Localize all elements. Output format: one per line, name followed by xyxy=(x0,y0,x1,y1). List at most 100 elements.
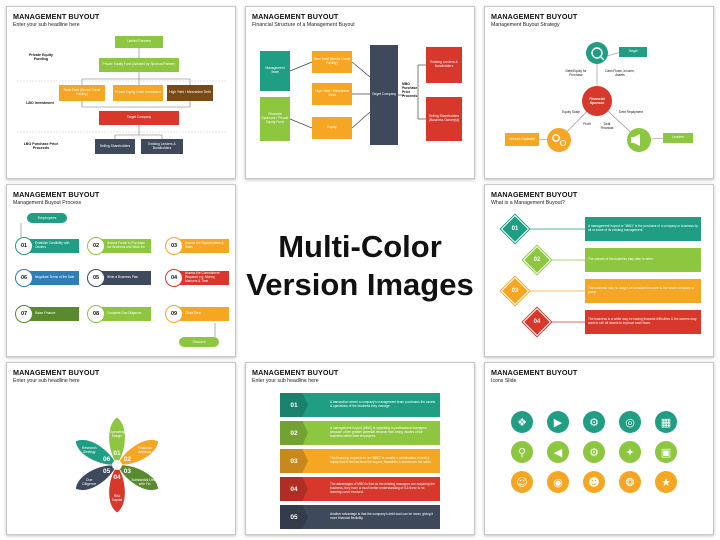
center-heading-line2: Version Images xyxy=(246,266,474,302)
person-icon: ☻ xyxy=(583,471,605,493)
step-text: Complete Due Diligence xyxy=(107,311,142,316)
slide-thumbnail-4[interactable]: MANAGEMENT BUYOUT Management Buyout Proc… xyxy=(6,184,236,357)
petal-number: 03 xyxy=(124,468,132,475)
petal-shape xyxy=(75,464,118,491)
slide-thumbnail-5[interactable]: MANAGEMENT BUYOUT What is a Management B… xyxy=(484,184,714,357)
process-flow xyxy=(20,223,216,337)
slide-thumbnail-1[interactable]: MANAGEMENT BUYOUT Enter your sub headlin… xyxy=(6,6,236,179)
petal-number: 06 xyxy=(103,456,111,463)
box-private-equity-fund: Private Equity Fund (Advised by Sponsor/… xyxy=(99,58,179,72)
step-bar xyxy=(23,271,79,285)
slide-thumbnail-2[interactable]: MANAGEMENT BUYOUT Financial Structure of… xyxy=(245,6,475,179)
megaphone-icon: ▶ xyxy=(547,411,569,433)
petal-number: 01 xyxy=(113,450,121,457)
petal-shape xyxy=(75,439,118,466)
petal-shape xyxy=(108,464,126,514)
slide-title: MANAGEMENT BUYOUT xyxy=(491,368,578,377)
slide-thumbnail-7[interactable]: MANAGEMENT BUYOUT Enter your sub headlin… xyxy=(245,362,475,535)
connector-lines xyxy=(530,228,585,323)
step-text: Write a Business Plan xyxy=(107,275,139,280)
step-number: 08 xyxy=(87,305,105,323)
step-number: 01 xyxy=(15,237,33,255)
slide-subtitle: Management Buyout Strategy xyxy=(491,22,560,28)
slide-thumbnail-3[interactable]: MANAGEMENT BUYOUT Management Buyout Stra… xyxy=(484,6,714,179)
label-lenders: Lenders xyxy=(672,135,684,140)
step-text: Establish Credibility with Owners xyxy=(35,241,70,249)
search-icon: ⚲ xyxy=(511,441,533,463)
label-debt-equity: Debt/Equity for Purchase xyxy=(565,69,587,77)
strategy-diagram xyxy=(505,42,693,152)
slide-subtitle: Enter your sub headline here xyxy=(252,378,319,384)
calendar-icon: ▦ xyxy=(655,411,677,433)
box-existing-lenders: Existing Lenders & Bondholders xyxy=(426,47,462,83)
step-number: 03 xyxy=(165,237,183,255)
petal xyxy=(108,416,126,466)
box-equity: Equity xyxy=(312,117,352,139)
label-equity-scale: Equity Scale xyxy=(562,110,580,114)
row-bar xyxy=(280,421,440,445)
item-number: 01 xyxy=(511,226,519,232)
pill-employees: Employees xyxy=(27,213,67,223)
item-text: A management buyout or "MBO" is the purc… xyxy=(585,217,701,241)
step-text: Assess the Commitment Required e.g. Mone… xyxy=(185,271,220,283)
slide-subtitle: Icons Slide xyxy=(491,378,517,384)
petal-number: 02 xyxy=(124,456,132,463)
step-text: Negotiate Terms of the Sale xyxy=(35,275,75,280)
box-target-company: Target Company xyxy=(370,45,398,145)
step-bar xyxy=(95,271,151,285)
slide-thumbnail-8[interactable]: MANAGEMENT BUYOUT Icons Slide ❖▶⚙◎▦⚲◀⚙✦▣… xyxy=(484,362,714,535)
row-bar xyxy=(280,505,440,529)
slide-title: MANAGEMENT BUYOUT xyxy=(491,12,578,21)
step-number: 07 xyxy=(15,305,33,323)
box-pe-cash-investment: Private Equity Cash Investment xyxy=(113,85,163,101)
petal-shape xyxy=(108,416,126,466)
box-target-company: Target Company xyxy=(99,111,179,125)
row-number: 02 xyxy=(280,421,308,445)
slide-title: MANAGEMENT BUYOUT xyxy=(13,368,100,377)
box-management-team: Management Team xyxy=(260,51,290,91)
step-bar xyxy=(95,239,151,253)
gears-icon: ⚙ xyxy=(583,411,605,433)
slide-subtitle: What is a Management Buyout? xyxy=(491,200,565,206)
money-icon: ★ xyxy=(655,471,677,493)
slide-title: MANAGEMENT BUYOUT xyxy=(13,12,100,21)
box-mezzanine-debt: High-Yield / Mezzanine Debt xyxy=(312,83,352,105)
slide-subtitle: Enter your sub headline here xyxy=(13,378,80,384)
step-number: 09 xyxy=(165,305,183,323)
step-bar xyxy=(95,307,151,321)
item-number: 03 xyxy=(511,288,519,294)
people-icon: ☺ xyxy=(511,471,533,493)
slide-title: MANAGEMENT BUYOUT xyxy=(13,190,100,199)
step-bar xyxy=(23,307,79,321)
handshake-icon: ✦ xyxy=(619,441,641,463)
petal-number: 04 xyxy=(113,474,121,481)
coins-icon: ◉ xyxy=(547,471,569,493)
petal-shape xyxy=(116,464,159,491)
network-icon: ❖ xyxy=(511,411,533,433)
step-bar xyxy=(173,307,229,321)
step-bar xyxy=(23,239,79,253)
slide-thumbnail-6[interactable]: MANAGEMENT BUYOUT Enter your sub headlin… xyxy=(6,362,236,535)
label-private-equity-funding: Private Equity Funding xyxy=(29,53,53,62)
label-debt-repayment: Debt Repayment xyxy=(619,110,643,114)
browser-icon: ▣ xyxy=(655,441,677,463)
box-selling-shareholders: Selling Shareholders (Business Owner(s)) xyxy=(426,97,462,141)
box-bank-debt: Bank Debt (Senior Credit Facility) xyxy=(59,85,105,101)
step-number: 06 xyxy=(15,269,33,287)
step-number: 05 xyxy=(87,269,105,287)
slide-subtitle: Financial Structure of a Management Buyo… xyxy=(252,22,355,28)
slide-subtitle: Enter your sub headline here xyxy=(13,22,80,28)
